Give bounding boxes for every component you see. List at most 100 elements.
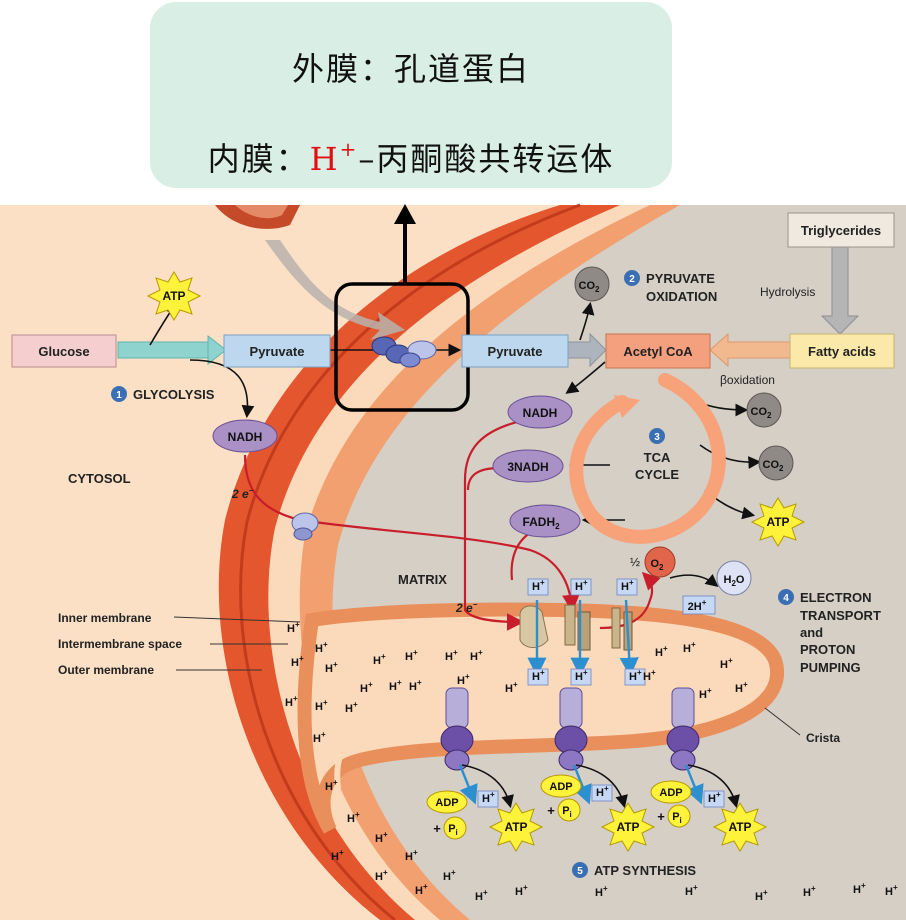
svg-text:ATP: ATP <box>504 820 527 834</box>
atp-synthesis-2: ATP <box>600 802 656 852</box>
svg-text:H+: H+ <box>457 672 470 687</box>
proton: H+ <box>375 868 388 883</box>
proton: H+ <box>291 654 304 669</box>
svg-text:CO2: CO2 <box>751 406 773 420</box>
pyruvate-cytosol-box: Pyruvate <box>223 334 331 368</box>
proton: H+ <box>313 730 326 745</box>
crista-label: Crista <box>806 731 840 745</box>
proton-boxed: H+ <box>591 784 613 802</box>
proton: H+ <box>347 810 360 825</box>
svg-text:Glucose: Glucose <box>38 344 89 359</box>
atp-synthase-2 <box>554 687 588 771</box>
proton: H+ <box>325 778 338 793</box>
svg-text:H+: H+ <box>629 668 642 683</box>
svg-text:H+: H+ <box>315 698 328 713</box>
proton: H+ <box>595 884 608 899</box>
proton: H+ <box>853 881 866 896</box>
svg-text:H+: H+ <box>655 644 668 659</box>
two-electrons-cytosol: 2 e− <box>231 486 254 501</box>
svg-text:H+: H+ <box>683 640 696 655</box>
nadh-cytosol: NADH <box>212 419 278 453</box>
acetyl-coa-box: Acetyl CoA <box>605 333 711 369</box>
proton: H+ <box>325 660 338 675</box>
svg-text:H+: H+ <box>575 578 588 593</box>
adp-pi-1: ADP + Pi <box>426 790 468 840</box>
svg-text:H+: H+ <box>389 678 402 693</box>
svg-text:H+: H+ <box>853 881 866 896</box>
svg-text:H+: H+ <box>643 668 656 683</box>
hydrolysis-label: Hydrolysis <box>760 285 815 299</box>
proton: H+ <box>409 678 422 693</box>
svg-text:ATP: ATP <box>766 515 789 529</box>
atp-glycolysis: ATP <box>146 271 202 321</box>
proton: H+ <box>755 888 768 903</box>
nadh-shuttle <box>291 512 319 541</box>
svg-text:PYRUVATE: PYRUVATE <box>646 271 715 286</box>
svg-text:ADP: ADP <box>659 787 682 799</box>
proton: H+ <box>331 848 344 863</box>
svg-text:H+: H+ <box>470 648 483 663</box>
svg-text:H+: H+ <box>475 888 488 903</box>
beta-oxidation-label: βoxidation <box>720 373 775 387</box>
proton: H+ <box>360 680 373 695</box>
co2-tca-2: CO2 <box>758 445 794 481</box>
tca-cycle-ring <box>569 373 726 544</box>
co2-tca-1: CO2 <box>746 392 782 428</box>
svg-text:and: and <box>800 625 823 640</box>
svg-text:OXIDATION: OXIDATION <box>646 289 717 304</box>
proton: H+ <box>405 648 418 663</box>
proton: H+ <box>885 883 898 898</box>
proton: H+ <box>373 652 386 667</box>
proton: H+ <box>443 868 456 883</box>
caption-box: 外膜：孔道蛋白 内膜：H+–丙酮酸共转运体 <box>150 2 672 188</box>
svg-text:Fatty acids: Fatty acids <box>808 344 876 359</box>
svg-text:H+: H+ <box>720 656 733 671</box>
svg-text:Acetyl CoA: Acetyl CoA <box>623 344 693 359</box>
svg-text:H+: H+ <box>482 790 495 805</box>
svg-text:Pi: Pi <box>562 805 572 819</box>
svg-text:H+: H+ <box>803 884 816 899</box>
svg-text:H+: H+ <box>621 578 634 593</box>
proton: H+ <box>505 680 518 695</box>
svg-text:H+: H+ <box>685 883 698 898</box>
svg-text:H+: H+ <box>515 883 528 898</box>
svg-text:H+: H+ <box>325 660 338 675</box>
step-3-tca-cycle: 3 TCA CYCLE <box>635 428 679 482</box>
svg-text:H+: H+ <box>575 668 588 683</box>
proton-boxed: H+ <box>616 578 638 596</box>
outer-membrane-label: Outer membrane <box>58 663 154 677</box>
svg-text:H+: H+ <box>287 620 300 635</box>
svg-text:Pi: Pi <box>672 811 682 825</box>
atp-tca: ATP <box>750 497 806 547</box>
proton: H+ <box>285 694 298 709</box>
svg-text:Triglycerides: Triglycerides <box>801 223 881 238</box>
proton: H+ <box>515 883 528 898</box>
svg-text:H+: H+ <box>360 680 373 695</box>
svg-text:NADH: NADH <box>523 406 558 420</box>
svg-text:Pyruvate: Pyruvate <box>488 344 543 359</box>
svg-text:4: 4 <box>783 593 789 604</box>
svg-text:H+: H+ <box>373 652 386 667</box>
svg-text:H+: H+ <box>532 578 545 593</box>
svg-text:3: 3 <box>654 432 660 443</box>
cytosol-label: CYTOSOL <box>68 471 131 486</box>
svg-text:2: 2 <box>629 274 635 285</box>
proton-boxed: H+ <box>570 578 592 596</box>
svg-text:H+: H+ <box>331 848 344 863</box>
fadh2: FADH2 <box>509 504 581 538</box>
proton-boxed: H+ <box>624 668 646 686</box>
proton: H+ <box>375 830 388 845</box>
svg-text:H+: H+ <box>699 686 712 701</box>
nadh-matrix: NADH <box>507 395 573 429</box>
proton: H+ <box>287 620 300 635</box>
svg-text:ATP: ATP <box>162 289 185 303</box>
svg-text:½: ½ <box>630 555 640 569</box>
caption-inner-membrane: 内膜：H+–丙酮酸共转运体 <box>207 137 615 178</box>
proton: H+ <box>685 883 698 898</box>
adp-pi-3: ADP + Pi <box>650 780 692 828</box>
svg-text:H+: H+ <box>415 882 428 897</box>
svg-text:TRANSPORT: TRANSPORT <box>800 608 881 623</box>
crista <box>297 602 784 834</box>
svg-text:H+: H+ <box>885 883 898 898</box>
